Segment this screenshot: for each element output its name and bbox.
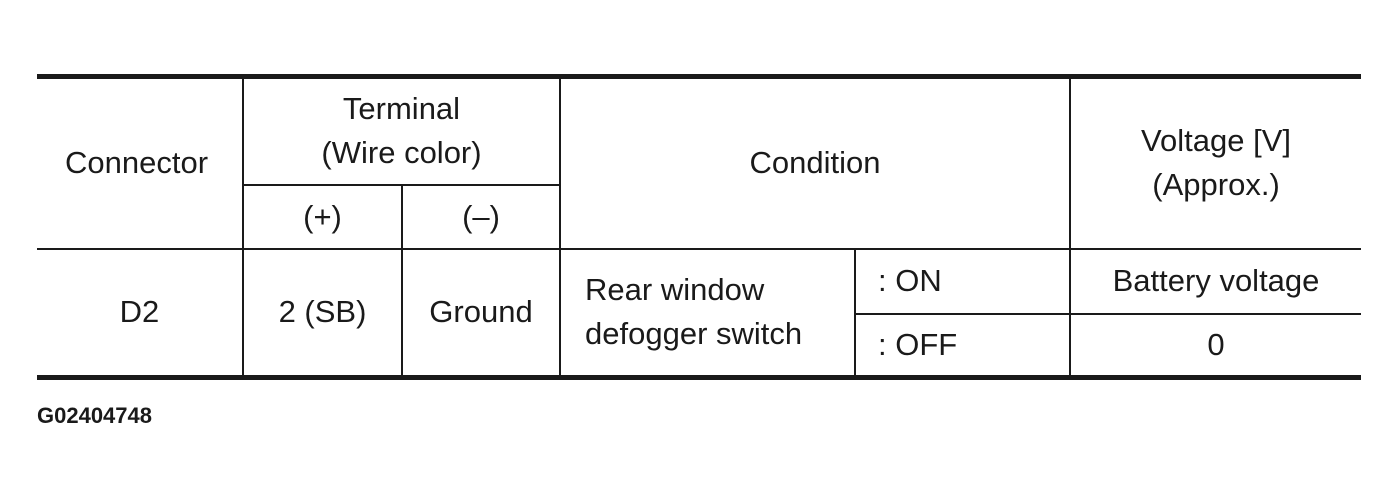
row-condition: Rear window defogger switch <box>559 247 857 379</box>
row-state-on: : ON <box>854 247 1072 315</box>
header-terminal: Terminal (Wire color) <box>241 76 562 186</box>
header-voltage-line2: (Approx.) <box>1152 167 1280 203</box>
row-terminal-plus: 2 (SB) <box>242 247 403 379</box>
row-connector: D2 <box>37 247 244 379</box>
row-state-off: : OFF <box>855 312 1072 378</box>
row-state-off-label: : OFF <box>878 326 958 362</box>
header-plus-label: (+) <box>303 198 342 234</box>
row-condition-line1: Rear window <box>585 272 765 308</box>
header-terminal-line1: Terminal <box>342 91 461 127</box>
row-state-on-label: : ON <box>878 263 942 298</box>
header-terminal-minus: (–) <box>400 183 562 250</box>
header-terminal-plus: (+) <box>243 183 403 250</box>
row-terminal-minus: Ground <box>400 247 562 379</box>
header-connector: Connector <box>37 76 244 250</box>
row-terminal-plus-value: 2 (SB) <box>278 294 367 330</box>
row-voltage-off-value: 0 <box>1207 326 1225 362</box>
header-condition-label: Condition <box>749 145 881 181</box>
header-terminal-line2: (Wire color) <box>321 135 482 171</box>
header-voltage: Voltage [V] (Approx.) <box>1069 76 1362 250</box>
header-connector-label: Connector <box>65 145 209 181</box>
header-condition: Condition <box>559 76 1072 250</box>
header-voltage-line1: Voltage [V] <box>1141 123 1291 159</box>
row-terminal-minus-value: Ground <box>429 294 533 330</box>
row-condition-line2: defogger switch <box>585 316 803 352</box>
row-voltage-on-value: Battery voltage <box>1112 263 1320 298</box>
row-connector-value: D2 <box>119 294 160 330</box>
row-voltage-on: Battery voltage <box>1069 247 1362 315</box>
row-voltage-off: 0 <box>1069 312 1362 378</box>
header-minus-label: (–) <box>462 198 500 234</box>
figure-code: G02404748 <box>37 403 152 428</box>
specification-table: Connector Terminal (Wire color) Conditio… <box>37 74 1362 380</box>
